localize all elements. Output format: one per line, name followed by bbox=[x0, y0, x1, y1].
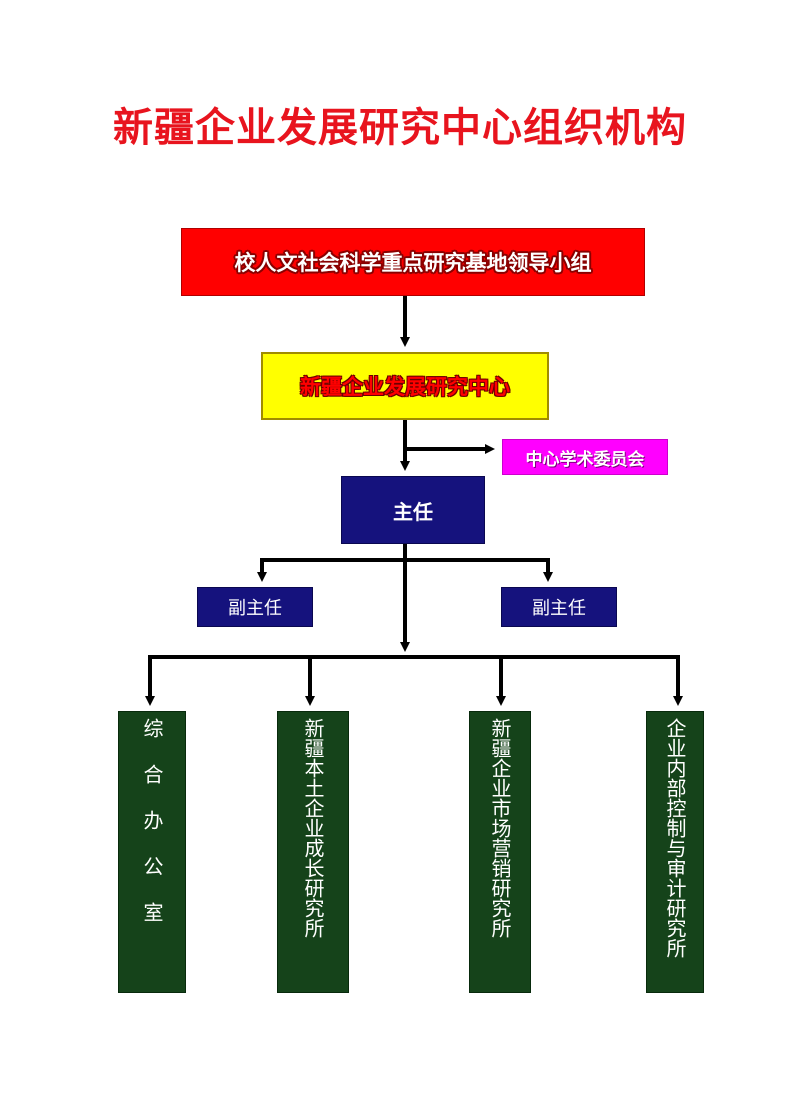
local-growth-institute-label: 新疆本土企业成长研究所 bbox=[301, 718, 325, 938]
office-label: 综合办公室 bbox=[140, 718, 164, 948]
office-box: 综合办公室 bbox=[118, 711, 186, 993]
center-label: 新疆企业发展研究中心 bbox=[300, 375, 510, 399]
marketing-institute-box: 新疆企业市场营销研究所 bbox=[469, 711, 531, 993]
deputy-right-box: 副主任 bbox=[501, 587, 617, 627]
audit-institute-box: 企业内部控制与审计研究所 bbox=[646, 711, 704, 993]
local-growth-institute-box: 新疆本土企业成长研究所 bbox=[277, 711, 349, 993]
audit-institute-label: 企业内部控制与审计研究所 bbox=[663, 718, 687, 958]
academic-committee-label: 中心学术委员会 bbox=[525, 449, 645, 470]
marketing-institute-label: 新疆企业市场营销研究所 bbox=[488, 718, 512, 938]
center-box: 新疆企业发展研究中心 bbox=[261, 352, 549, 420]
leadership-group-label: 校人文社会科学重点研究基地领导小组 bbox=[234, 251, 592, 275]
page-title: 新疆企业发展研究中心组织机构 bbox=[113, 104, 687, 151]
director-label: 主任 bbox=[393, 499, 433, 524]
deputy-left-label: 副主任 bbox=[228, 598, 282, 619]
deputy-left-box: 副主任 bbox=[197, 587, 313, 627]
director-box: 主任 bbox=[341, 476, 485, 544]
deputy-right-label: 副主任 bbox=[532, 598, 586, 619]
leadership-group-box: 校人文社会科学重点研究基地领导小组 bbox=[181, 228, 645, 296]
academic-committee-box: 中心学术委员会 bbox=[502, 439, 668, 475]
